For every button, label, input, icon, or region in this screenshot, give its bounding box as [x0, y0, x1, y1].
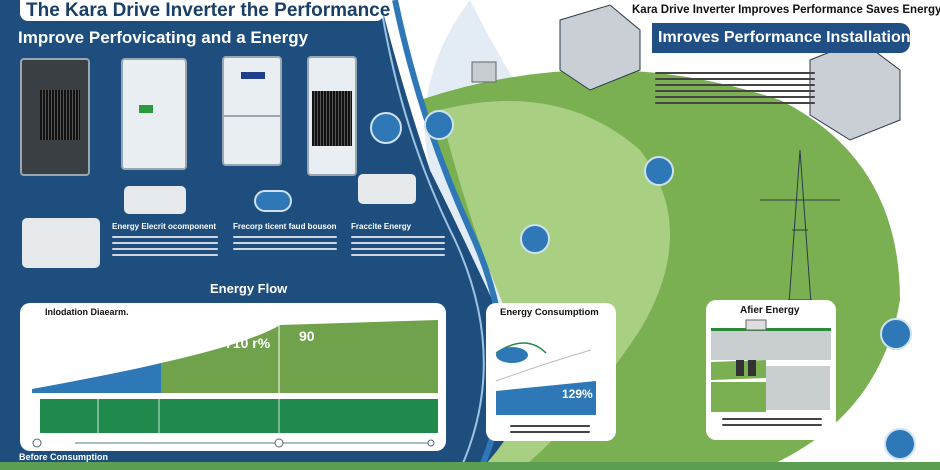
card-text — [722, 418, 822, 426]
label-bubble — [880, 318, 912, 350]
label-bubble — [520, 224, 550, 254]
column-text — [112, 236, 218, 256]
before-consumption-heading: Before Consumption — [19, 452, 108, 462]
card-title: Inlodation Diaearm. — [45, 307, 129, 317]
main-title: The Kara Drive Inverter the Performance — [20, 0, 390, 21]
note-box — [124, 186, 186, 214]
after-energy-illustration — [711, 319, 831, 412]
card-text — [510, 425, 590, 433]
flow-value: 90 — [299, 328, 315, 344]
inverter-cabinet-2 — [121, 58, 187, 170]
green-table — [40, 399, 438, 433]
right-title: Kara Drive Inverter Improves Performance… — [632, 4, 940, 16]
card-title: Afier Energy — [740, 305, 800, 316]
column-heading: Energy Elecrit ocomponent — [112, 222, 217, 231]
energy-consumption-card: Energy Consumptiom 129% — [486, 303, 616, 441]
green-area — [161, 320, 438, 393]
blue-area — [32, 363, 161, 393]
inverter-cabinet-4 — [307, 56, 357, 176]
label-bubble — [644, 156, 674, 186]
consumption-percent: 129% — [562, 387, 593, 401]
label-bubble — [424, 110, 454, 140]
installation-diagram-card: Inlodation Diaearm. 710 r% 90 — [20, 303, 446, 451]
right-description — [655, 72, 815, 104]
note-box — [22, 218, 100, 268]
column-heading: Fraccite Energy — [351, 222, 412, 231]
label-bubble — [884, 428, 916, 460]
label-bubble — [370, 112, 402, 144]
card-title: Energy Consumptiom — [500, 307, 599, 318]
note-box — [358, 174, 416, 204]
inverter-cabinet-1 — [20, 58, 90, 176]
flow-percent: 710 r% — [225, 335, 271, 351]
label-bubble — [254, 190, 292, 212]
inverter-cabinet-3 — [222, 56, 282, 166]
consumption-chart — [495, 342, 596, 415]
after-energy-card: Afier Energy — [706, 300, 836, 440]
column-heading: Frecorp ticent faud bouson — [233, 222, 337, 231]
flow-chart — [32, 320, 438, 448]
subtitle: Improve Perfovicating and a Energy — [18, 28, 309, 47]
right-banner: Imroves Performance Installation — [652, 23, 911, 53]
energy-flow-heading: Energy Flow — [210, 281, 288, 296]
column-text — [351, 236, 445, 256]
column-text — [233, 236, 337, 250]
